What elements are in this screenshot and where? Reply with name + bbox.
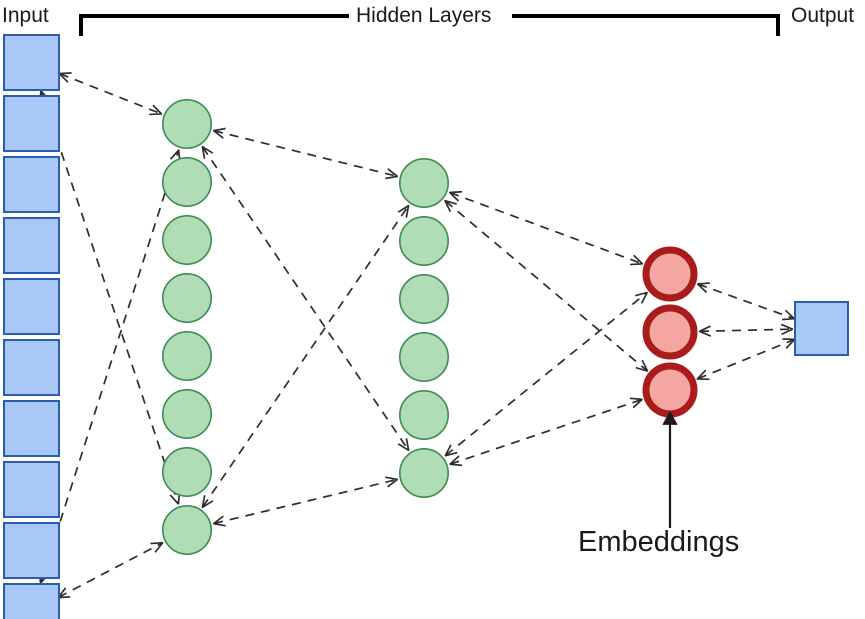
- hidden-layers-label: Hidden Layers: [352, 5, 496, 26]
- node-hidden-1-1: [162, 157, 213, 208]
- node-hidden-1-5: [162, 388, 213, 439]
- hidden-layers-bracket: [79, 14, 780, 36]
- node-hidden-1-6: [162, 446, 213, 497]
- connection-hidden-2-0-to-embeddings-2: [445, 201, 647, 371]
- node-input-7: [3, 461, 60, 518]
- embeddings-label: Embeddings: [578, 526, 740, 558]
- connection-hidden-1-0-to-hidden-2-0: [214, 131, 397, 176]
- connection-hidden-1-7-to-hidden-2-0: [203, 206, 408, 507]
- node-input-1: [3, 95, 60, 152]
- node-input-8: [3, 522, 60, 579]
- node-input-4: [3, 278, 60, 335]
- connection-input-9-to-hidden-1-0: [41, 151, 179, 583]
- node-hidden-2-5: [398, 447, 449, 498]
- connection-input-0-to-hidden-1-7: [41, 91, 178, 503]
- node-output-0: [794, 301, 849, 356]
- connection-hidden-2-0-to-embeddings-0: [450, 193, 642, 264]
- connection-embeddings-1-to-output-0: [700, 329, 792, 331]
- node-hidden-1-0: [162, 99, 213, 150]
- node-hidden-1-4: [162, 330, 213, 381]
- node-input-2: [3, 156, 60, 213]
- node-hidden-2-1: [398, 216, 449, 267]
- node-hidden-2-3: [398, 331, 449, 382]
- node-embeddings-2: [642, 362, 698, 418]
- node-hidden-1-3: [162, 272, 213, 323]
- node-embeddings-1: [642, 304, 698, 360]
- node-hidden-2-4: [398, 389, 449, 440]
- connection-input-0-to-hidden-1-0: [60, 74, 161, 114]
- node-hidden-2-0: [398, 158, 449, 209]
- connection-hidden-2-5-to-embeddings-2: [451, 400, 642, 464]
- output-layer-label: Output: [791, 4, 855, 27]
- network-nodes: [3, 34, 849, 619]
- node-input-6: [3, 400, 60, 457]
- node-embeddings-0: [642, 246, 698, 302]
- node-input-9: [3, 583, 60, 619]
- connection-lines: [41, 74, 794, 598]
- input-layer-label: Input: [2, 4, 49, 27]
- node-input-3: [3, 217, 60, 274]
- connection-embeddings-0-to-output-0: [698, 284, 794, 318]
- node-input-0: [3, 34, 60, 91]
- connection-hidden-1-7-to-hidden-2-5: [214, 480, 397, 524]
- node-hidden-1-7: [162, 504, 213, 555]
- connection-input-9-to-hidden-1-7: [59, 543, 163, 597]
- connection-embeddings-2-to-output-0: [698, 340, 794, 379]
- node-input-5: [3, 339, 60, 396]
- connection-hidden-1-0-to-hidden-2-5: [203, 147, 409, 450]
- node-hidden-1-2: [162, 215, 213, 266]
- node-hidden-2-2: [398, 273, 449, 324]
- connection-hidden-2-5-to-embeddings-0: [446, 293, 647, 456]
